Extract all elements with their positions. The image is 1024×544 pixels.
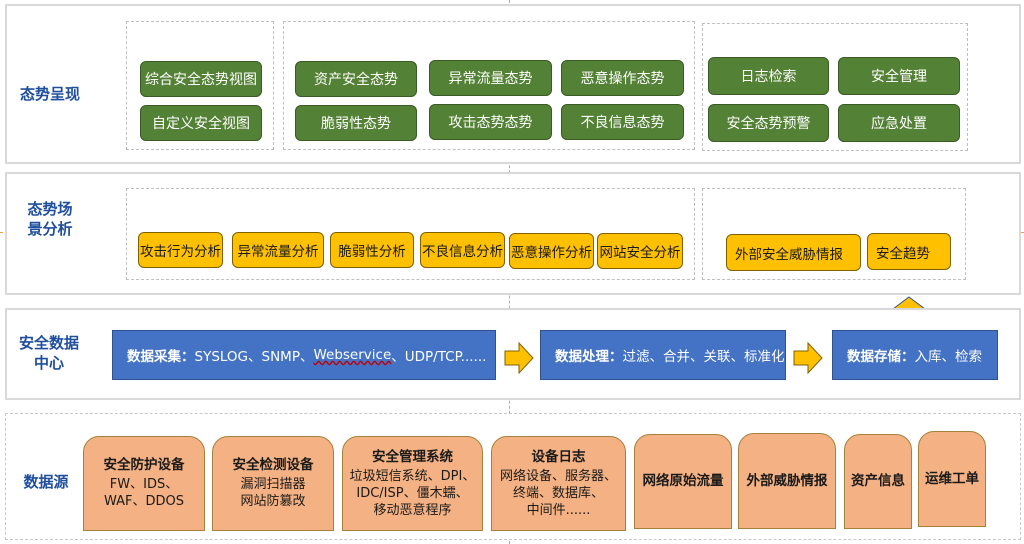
btn-emergency-response[interactable]: 应急处置 (838, 104, 960, 142)
card-line: 移动恶意程序 (373, 502, 452, 518)
layer-label-data-center-line2: 中心 (33, 354, 64, 372)
box-data-storage: 数据存储： 入库、检索 (832, 330, 998, 380)
card-title: 网络原始流量 (642, 473, 724, 489)
layer-label-data-center-line1: 安全数据 (18, 334, 79, 352)
data-collection-items-a: SYSLOG、SNMP、 (194, 349, 314, 365)
btn-malicious-operation-situation[interactable]: 恶意操作态势 (561, 60, 684, 96)
arrow-right-icon (504, 342, 534, 374)
card-device-logs: 设备日志 网络设备、服务器、 终端、数据库、 中间件...... (491, 436, 626, 531)
card-title: 外部威胁情报 (746, 472, 828, 489)
data-collection-title: 数据采集： (127, 349, 195, 365)
group-overview-views (126, 21, 274, 150)
card-line: 漏洞扫描器 (240, 477, 306, 492)
card-title: 安全管理系统 (372, 448, 453, 465)
btn-abnormal-traffic-analysis[interactable]: 异常流量分析 (232, 232, 324, 268)
btn-vulnerability-analysis[interactable]: 脆弱性分析 (330, 232, 414, 268)
card-line: FW、IDS、 (109, 477, 179, 492)
group-operations (702, 23, 968, 151)
card-raw-network-traffic: 网络原始流量 (634, 434, 732, 529)
card-line: IDC/ISP、僵木蠕、 (356, 485, 469, 501)
btn-website-security-analysis[interactable]: 网站安全分析 (597, 233, 683, 269)
btn-custom-security-view[interactable]: 自定义安全视图 (140, 105, 262, 141)
btn-harmful-info-situation[interactable]: 不良信息态势 (561, 104, 684, 140)
btn-overall-security-view[interactable]: 综合安全态势视图 (140, 61, 262, 97)
box-data-processing: 数据处理： 过滤、合并、关联、标准化 (540, 330, 786, 380)
btn-attack-behavior-analysis[interactable]: 攻击行为分析 (138, 232, 223, 268)
btn-external-threat-intel[interactable]: 外部安全威胁情报 (726, 234, 861, 271)
layer-label-analysis-line1: 态势场 (27, 200, 73, 218)
box-data-collection: 数据采集： SYSLOG、SNMP、 Webservice 、UDP/TCP..… (112, 330, 496, 380)
layer-label-data-sources: 数据源 (23, 473, 69, 491)
btn-asset-security-situation[interactable]: 资产安全态势 (295, 61, 417, 97)
card-line: 网络设备、服务器、 (499, 468, 617, 484)
btn-security-alert[interactable]: 安全态势预警 (708, 104, 829, 142)
layer-analysis (5, 172, 1021, 295)
btn-log-search[interactable]: 日志检索 (708, 57, 829, 95)
card-title: 资产信息 (851, 473, 905, 489)
layer-label-data-center: 安全数据 中心 (8, 333, 90, 373)
card-line: WAF、DDOS (103, 494, 185, 509)
card-title: 安全检测设备 (232, 457, 314, 473)
data-storage-title: 数据存储： (847, 349, 915, 365)
arrow-right-icon (793, 342, 823, 374)
data-collection-items-c: 、UDP/TCP...... (391, 349, 487, 365)
layer-label-analysis-line2: 景分析 (27, 220, 73, 238)
btn-attack-situation[interactable]: 攻击态势态势 (429, 104, 552, 140)
card-ops-tickets: 运维工单 (918, 431, 986, 527)
btn-security-management[interactable]: 安全管理 (838, 57, 960, 95)
btn-harmful-info-analysis[interactable]: 不良信息分析 (420, 232, 505, 268)
card-security-management-systems: 安全管理系统 垃圾短信系统、DPI、 IDC/ISP、僵木蠕、 移动恶意程序 (342, 436, 483, 531)
card-line: 终端、数据库、 (512, 485, 604, 501)
group-analysis-types (126, 188, 695, 280)
card-title: 设备日志 (531, 448, 586, 465)
layer-label-presentation: 态势呈现 (19, 85, 80, 103)
btn-malicious-operation-analysis[interactable]: 恶意操作分析 (509, 233, 594, 269)
card-title: 运维工单 (925, 470, 979, 487)
group-threat-intel (702, 188, 966, 280)
btn-abnormal-traffic-situation[interactable]: 异常流量态势 (429, 60, 552, 96)
card-asset-info: 资产信息 (844, 434, 912, 529)
card-security-detection-devices: 安全检测设备 漏洞扫描器 网站防篡改 (212, 436, 334, 531)
card-security-protection-devices: 安全防护设备 FW、IDS、 WAF、DDOS (83, 436, 205, 531)
btn-vulnerability-situation[interactable]: 脆弱性态势 (295, 105, 417, 141)
card-line: 垃圾短信系统、DPI、 (349, 468, 476, 484)
card-title: 安全防护设备 (103, 457, 185, 473)
group-situation-views (283, 21, 695, 150)
btn-security-trend[interactable]: 安全趋势 (867, 233, 951, 270)
data-collection-items-b: Webservice (313, 347, 392, 363)
card-external-threat-intel: 外部威胁情报 (738, 433, 836, 529)
data-processing-title: 数据处理： (555, 349, 623, 365)
card-line: 中间件...... (526, 502, 591, 518)
data-processing-items: 过滤、合并、关联、标准化 (622, 349, 785, 365)
layer-label-analysis: 态势场 景分析 (10, 199, 90, 239)
data-storage-items: 入库、检索 (914, 349, 983, 365)
card-line: 网站防篡改 (240, 494, 306, 509)
